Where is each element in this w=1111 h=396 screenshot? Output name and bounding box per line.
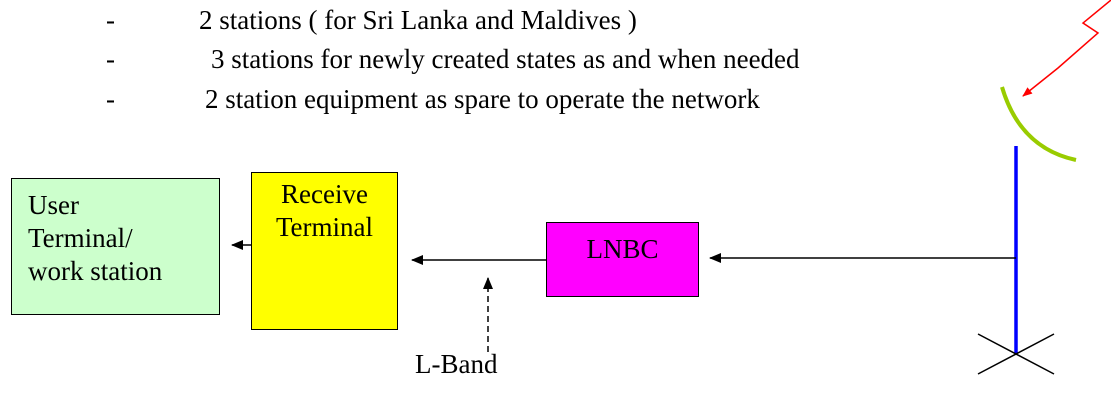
receive-terminal-block: Receive Terminal — [251, 172, 398, 330]
receive-terminal-line-2: Terminal — [275, 212, 374, 242]
user-terminal-block: User Terminal/ work station — [11, 178, 220, 315]
user-terminal-line-3: work station — [28, 256, 163, 286]
user-terminal-line-1: User — [28, 190, 79, 220]
lnbc-block: LNBC — [546, 222, 699, 297]
user-terminal-line-2: Terminal/ — [28, 223, 133, 253]
list-item-text: 2 stations ( for Sri Lanka and Maldives … — [199, 5, 637, 35]
satellite-dish-icon — [1000, 86, 1077, 162]
bullet-dash: - — [106, 44, 115, 74]
signal-arrow-icon — [1022, 0, 1111, 97]
antenna-base-icon — [977, 333, 1055, 375]
bullet-dash: - — [106, 5, 115, 35]
receive-terminal-line-1: Receive — [281, 179, 368, 209]
station-list: - 2 stations ( for Sri Lanka and Maldive… — [0, 0, 1000, 140]
lnbc-label: LNBC — [586, 234, 659, 264]
bullet-dash: - — [106, 84, 115, 114]
list-item-text: 2 station equipment as spare to operate … — [205, 84, 760, 114]
list-item-text: 3 stations for newly created states as a… — [211, 44, 800, 74]
l-band-label: L-Band — [415, 349, 498, 379]
